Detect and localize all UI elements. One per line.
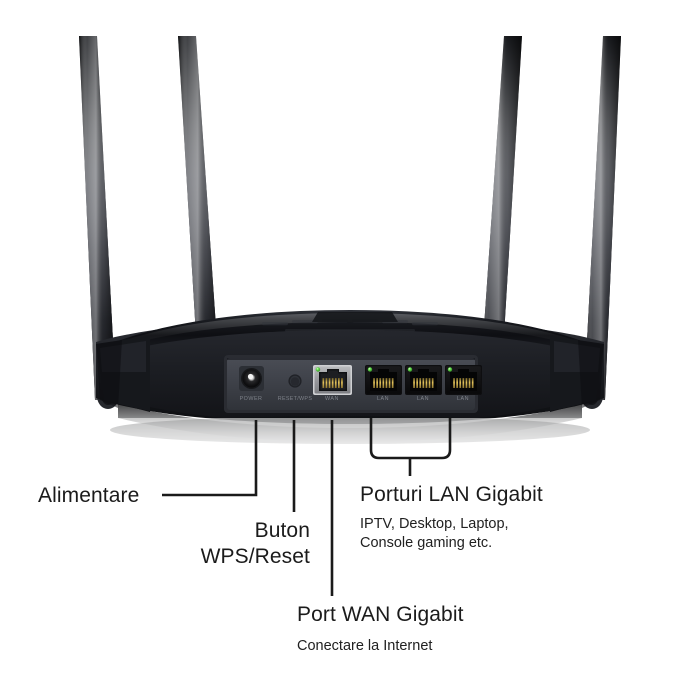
power-jack-silkscreen: POWER <box>240 396 263 402</box>
callout-reset-wps-title: Buton WPS/Reset <box>201 518 310 570</box>
callout-wan-subtitle: Conectare la Internet <box>297 638 433 654</box>
callout-reset-wps-line1: Buton <box>254 519 310 542</box>
power-jack <box>239 366 264 391</box>
callout-wan-title: Port WAN Gigabit <box>297 603 464 626</box>
antenna-left-inner <box>178 36 221 402</box>
lan-port-3-led <box>447 367 453 372</box>
antenna-left-outer <box>79 36 116 400</box>
callout-power-title: Alimentare <box>38 484 140 507</box>
wan-port-led <box>315 367 321 372</box>
callout-lan-subtitle-line2: Console gaming etc. <box>360 535 493 551</box>
lan-port-2-silkscreen: LAN <box>417 396 429 402</box>
callout-reset-wps-line2: WPS/Reset <box>200 545 310 568</box>
reset-wps-button <box>288 374 302 388</box>
antenna-right-outer <box>584 36 621 400</box>
lan-port-1-silkscreen: LAN <box>377 396 389 402</box>
wan-port <box>313 365 352 395</box>
callout-lan-title: Porturi LAN Gigabit <box>360 483 543 506</box>
leader-lines <box>162 418 452 596</box>
antenna-right-inner <box>479 36 522 402</box>
lan-port-3-pins <box>453 378 474 388</box>
leader-line-power <box>162 420 258 497</box>
antenna-group <box>79 36 621 402</box>
callout-lan-subtitle-line1: IPTV, Desktop, Laptop, <box>360 516 509 532</box>
lan-port-3 <box>445 365 482 395</box>
lan-port-2-led <box>407 367 413 372</box>
router-left-wing <box>96 336 150 412</box>
wan-port-pins <box>322 378 343 388</box>
lan-port-2-pins <box>413 378 434 388</box>
lan-port-1 <box>365 365 402 395</box>
reset-wps-silkscreen: RESET/WPS <box>278 396 313 402</box>
floor-fade <box>0 418 700 460</box>
wan-port-silkscreen: WAN <box>325 396 339 402</box>
lan-port-1-pins <box>373 378 394 388</box>
lan-port-2 <box>405 365 442 395</box>
lan-port-1-led <box>367 367 373 372</box>
router-crest-tab <box>312 312 398 322</box>
router-right-wing <box>550 336 604 412</box>
lan-port-3-silkscreen: LAN <box>457 396 469 402</box>
callout-lan-subtitle: IPTV, Desktop, Laptop, Console gaming et… <box>360 515 509 553</box>
router-top-gloss <box>112 313 588 350</box>
